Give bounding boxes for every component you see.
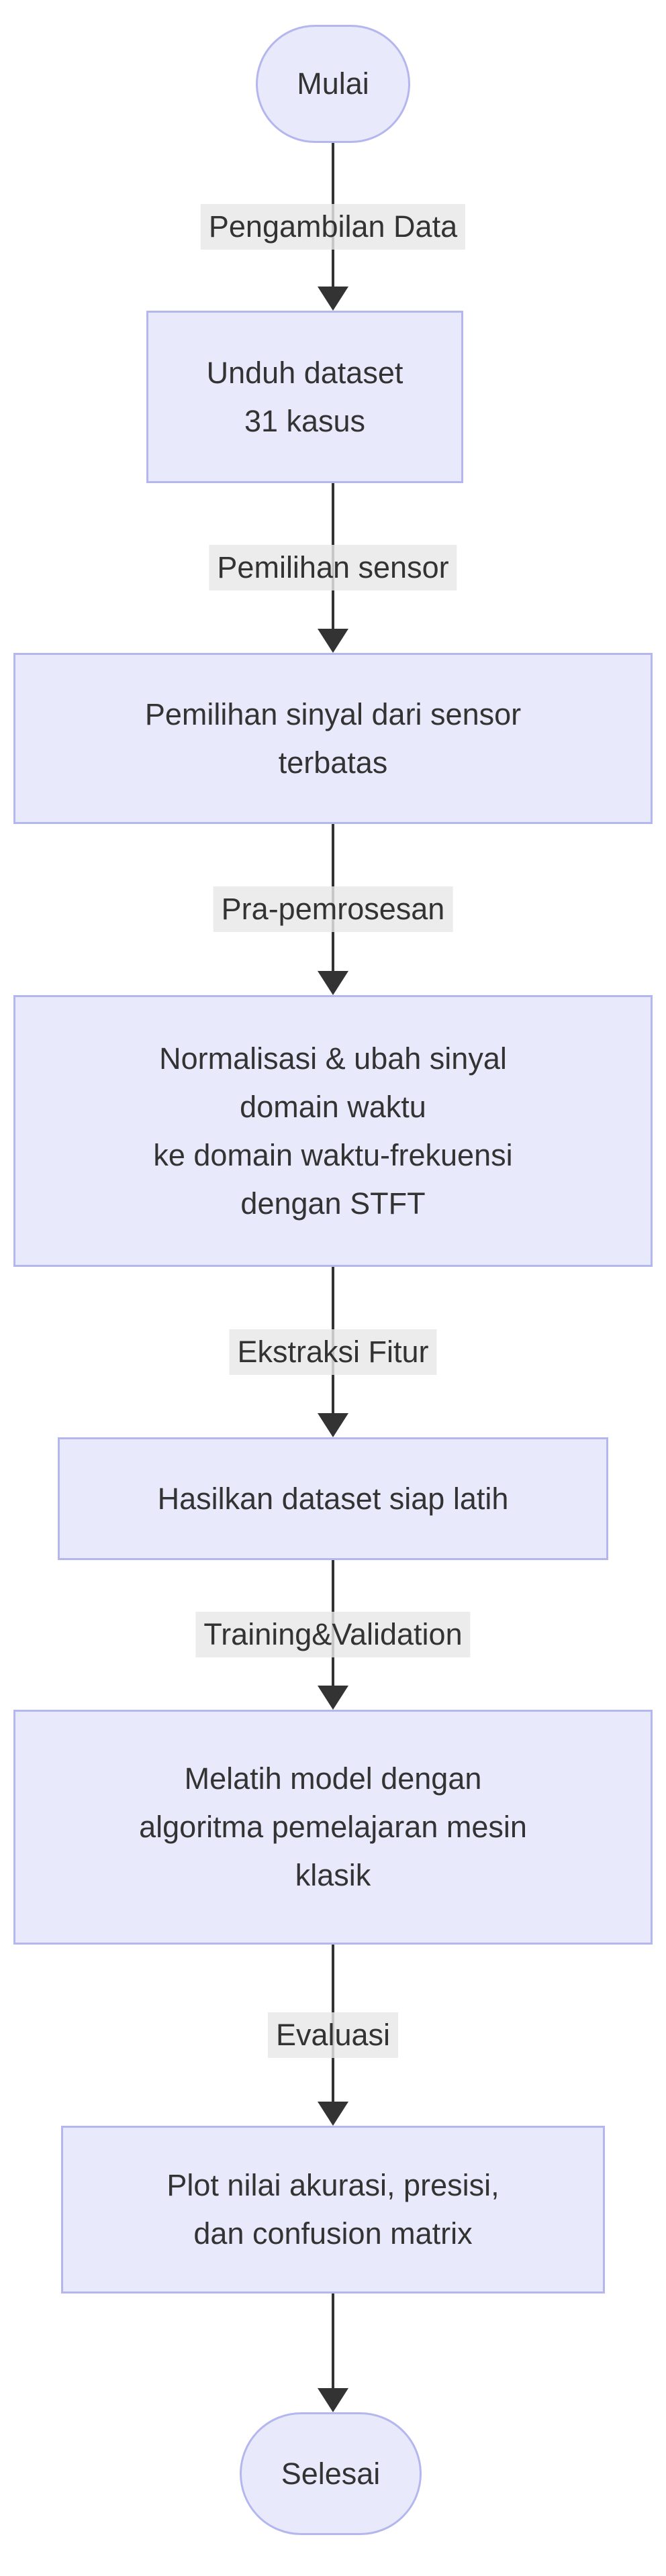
edge-line-final bbox=[332, 2294, 334, 2410]
node-text-line: terbatas bbox=[278, 745, 388, 780]
arrowhead bbox=[318, 1413, 348, 1437]
edge-label-evaluasi: Evaluasi bbox=[267, 2012, 399, 2058]
node-text-line: algoritma pemelajaran mesin bbox=[139, 1810, 527, 1844]
node-label: Selesai bbox=[281, 2456, 381, 2491]
node-text-line: domain waktu bbox=[240, 1089, 426, 1124]
node-unduh-dataset: Unduh dataset 31 kasus bbox=[146, 311, 463, 483]
arrowhead bbox=[318, 2388, 348, 2412]
node-text-line: dan confusion matrix bbox=[193, 2216, 473, 2251]
node-text-line: 31 kasus bbox=[244, 403, 366, 438]
arrowhead bbox=[318, 2102, 348, 2126]
edge-label-training-validation: Training&Validation bbox=[195, 1612, 471, 1657]
node-plot-hasil: Plot nilai akurasi, presisi, dan confusi… bbox=[61, 2126, 605, 2294]
node-selesai: Selesai bbox=[240, 2412, 422, 2535]
node-mulai: Mulai bbox=[256, 25, 410, 143]
arrowhead bbox=[318, 629, 348, 653]
arrowhead bbox=[318, 971, 348, 995]
node-text-line: dengan STFT bbox=[240, 1186, 426, 1221]
node-label: Mulai bbox=[297, 66, 369, 101]
node-text-line: ke domain waktu-frekuensi bbox=[153, 1137, 513, 1172]
node-text-line: Unduh dataset bbox=[206, 355, 403, 390]
node-melatih-model: Melatih model dengan algoritma pemelajar… bbox=[13, 1710, 653, 1945]
node-text-line: klasik bbox=[295, 1858, 371, 1892]
node-hasilkan-dataset: Hasilkan dataset siap latih bbox=[58, 1437, 608, 1560]
node-text-line: Plot nilai akurasi, presisi, bbox=[166, 2168, 500, 2202]
node-pemilihan-sinyal: Pemilihan sinyal dari sensor terbatas bbox=[13, 653, 653, 824]
node-text-line: Normalisasi & ubah sinyal bbox=[159, 1041, 507, 1076]
edge-label-ekstraksi-fitur: Ekstraksi Fitur bbox=[229, 1329, 437, 1375]
arrowhead bbox=[318, 287, 348, 311]
edge-label-pra-pemrosesan: Pra-pemrosesan bbox=[213, 886, 453, 932]
arrowhead bbox=[318, 1686, 348, 1710]
node-text-line: Melatih model dengan bbox=[184, 1761, 482, 1796]
edge-label-pemilihan-sensor: Pemilihan sensor bbox=[209, 545, 457, 590]
node-text-line: Hasilkan dataset siap latih bbox=[157, 1481, 509, 1516]
node-text-line: Pemilihan sinyal dari sensor bbox=[144, 697, 522, 731]
node-normalisasi-stft: Normalisasi & ubah sinyal domain waktu k… bbox=[13, 995, 653, 1267]
edge-label-pengambilan-data: Pengambilan Data bbox=[200, 204, 466, 250]
